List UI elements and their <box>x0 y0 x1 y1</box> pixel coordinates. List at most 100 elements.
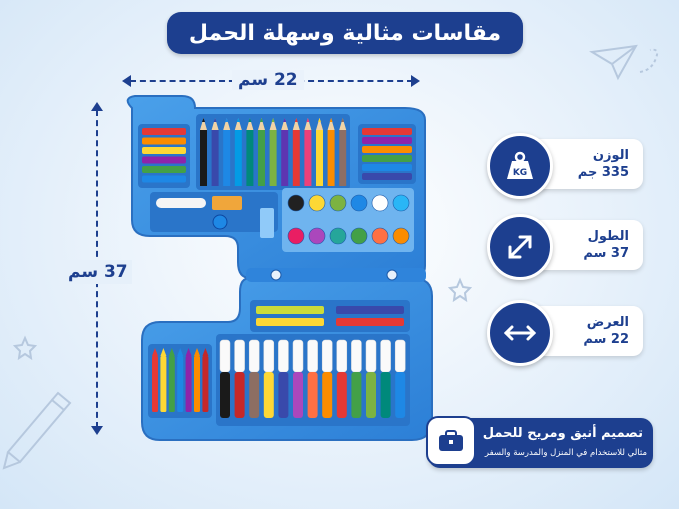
art-supplies <box>142 118 412 418</box>
oil-pastel-slot <box>250 300 410 332</box>
pencil-tip <box>316 118 323 130</box>
oil-pastel <box>362 128 412 135</box>
marker-cap <box>293 372 303 418</box>
pencil-lead <box>294 118 298 122</box>
paint-cake <box>350 194 368 212</box>
pencil-tip <box>200 118 207 130</box>
pencil-tip <box>234 118 242 130</box>
page-title: مقاسات مثالية وسهلة الحمل <box>167 12 523 54</box>
small-crayon <box>177 356 184 412</box>
pencil-tip <box>269 118 277 130</box>
promo-subtitle: مثالي للاستخدام في المنزل والمدرسة والسف… <box>484 448 647 458</box>
star-icon <box>12 335 38 361</box>
star-icon <box>447 277 473 303</box>
small-crayon <box>152 356 158 412</box>
spec-width-label: العرض <box>586 315 629 330</box>
paint-cake <box>329 194 347 212</box>
weight-icon: KG <box>487 133 553 199</box>
marker-cap <box>322 372 333 418</box>
pastel-pack <box>336 306 404 314</box>
height-label: 37 سم <box>64 260 132 284</box>
crayon-box <box>256 306 324 314</box>
horizontal-arrows-icon <box>487 300 553 366</box>
marker-cap <box>307 372 318 418</box>
oil-pastel <box>362 164 412 171</box>
pencil-lead <box>248 118 252 122</box>
pencil-tip <box>211 118 219 130</box>
pencil-lead <box>271 118 275 122</box>
crayon-box <box>256 318 324 326</box>
marker-body <box>292 339 304 373</box>
marker-body <box>278 339 289 373</box>
paper-plane-icon <box>589 44 659 81</box>
case-clasp <box>270 269 282 281</box>
crayon-tip <box>152 348 158 356</box>
oil-pastel <box>362 146 412 153</box>
crayon <box>142 128 186 135</box>
crayon <box>142 166 186 173</box>
spec-width: العرض 22 سم <box>487 300 643 366</box>
spec-width-value: 22 سم <box>583 332 629 347</box>
colored-pencil <box>327 130 335 186</box>
colored-pencil <box>234 130 242 186</box>
oil-pastel <box>362 173 412 180</box>
pastel-pack <box>336 318 404 326</box>
paint-cake <box>308 194 326 212</box>
marker-cap <box>395 372 406 418</box>
small-crayon <box>194 356 200 412</box>
case-hinge <box>246 268 426 282</box>
pencil-lead <box>306 118 310 122</box>
spec-weight-label: الوزن <box>592 148 629 163</box>
marker-body <box>380 339 391 373</box>
marker-cap <box>278 372 289 418</box>
marker-body <box>219 339 231 373</box>
marker-cap <box>220 372 230 418</box>
marker-body <box>351 339 362 373</box>
paint-cake <box>329 227 347 245</box>
marker-cap <box>351 372 362 418</box>
spec-weight: KG الوزن 335 جم <box>487 133 643 199</box>
colored-pencil <box>292 130 300 186</box>
spec-length-label: الطول <box>587 229 629 244</box>
colored-pencil <box>258 130 265 186</box>
paint-cake <box>392 227 410 245</box>
pencil-tip <box>258 118 265 130</box>
pencil-tip <box>246 118 254 130</box>
marker-cap <box>263 372 274 418</box>
colored-pencil <box>281 130 289 186</box>
crayon-tip <box>160 348 167 356</box>
small-crayon <box>185 356 192 412</box>
briefcase-icon <box>426 416 476 466</box>
colored-pencil <box>316 130 323 186</box>
pencil-lead <box>225 118 229 122</box>
pencil-lead <box>318 118 321 122</box>
pencil-tip <box>281 118 289 130</box>
arrow-right-icon <box>411 75 420 87</box>
pencil-lead <box>213 118 217 122</box>
oil-pastel <box>362 137 412 144</box>
marker-body <box>321 339 333 373</box>
crayon <box>142 137 186 145</box>
colored-pencil <box>211 130 219 186</box>
marker-body <box>234 339 245 373</box>
colored-pencil <box>269 130 277 186</box>
promo-title: تصميم أنيق ومريح للحمل <box>482 426 643 441</box>
crayon <box>142 175 186 183</box>
arrow-up-icon <box>91 102 103 111</box>
marker-body <box>394 339 406 373</box>
eraser <box>156 198 206 208</box>
clips <box>260 208 274 238</box>
paint-cake <box>287 194 305 212</box>
pencil-tip <box>304 118 312 130</box>
paint-cake <box>371 227 389 245</box>
small-crayon <box>202 356 209 412</box>
case-clasp <box>386 269 398 281</box>
marker-cap <box>336 372 347 418</box>
crayon <box>142 147 186 154</box>
small-crayon <box>168 356 175 412</box>
colored-pencil <box>339 130 347 186</box>
arrow-down-icon <box>91 426 103 435</box>
pencil-lead <box>329 118 333 122</box>
